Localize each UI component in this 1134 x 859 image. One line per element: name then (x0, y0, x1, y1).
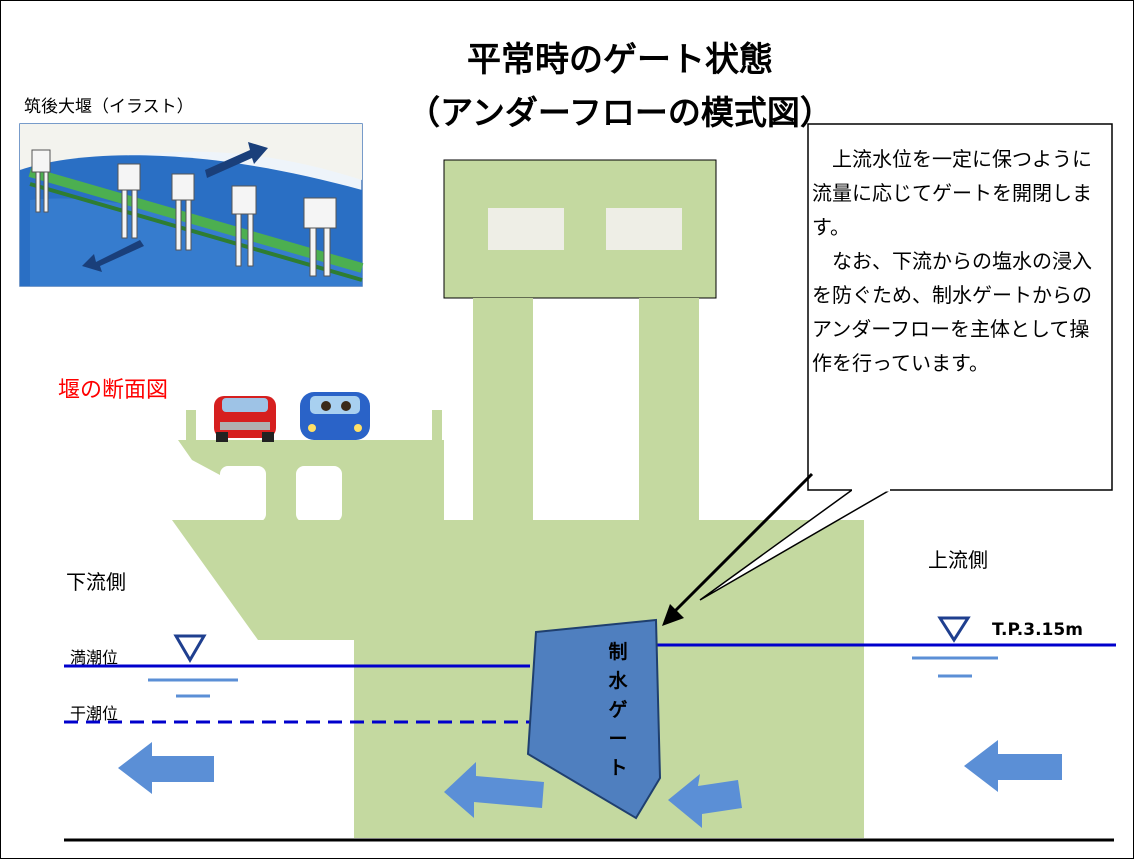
gate-char: ト (608, 757, 628, 779)
gate-label: 制 水 ゲ ー ト (598, 638, 638, 783)
diagram-title: 平常時のゲート状態 (467, 40, 773, 80)
water-level-marker-downstream (148, 634, 238, 698)
red-car (214, 396, 276, 442)
weir-pier (172, 520, 864, 838)
underflow-arrow-right (668, 774, 742, 828)
pointer-arrow (662, 472, 814, 626)
blue-car (300, 392, 370, 440)
upstream-flow-arrow (964, 740, 1062, 792)
callout-paragraph-2: なお、下流からの塩水の浸入を防ぐため、制水ゲートからのアンダーフローを主体として… (812, 249, 1092, 375)
callout-paragraph-1: 上流水位を一定に保つように流量に応じてゲートを開閉します。 (812, 147, 1092, 239)
low-tide-label: 干潮位 (70, 704, 119, 723)
gate-char: ゲ (608, 699, 628, 721)
underflow-arrow-left (444, 762, 544, 818)
callout-box (699, 123, 1113, 601)
downstream-flow-arrow (118, 742, 214, 794)
bridge-deck (178, 410, 444, 522)
gate-hoist-tower (443, 159, 717, 520)
high-tide-label: 満潮位 (70, 648, 119, 667)
water-level-marker-upstream (912, 616, 998, 678)
control-gate (526, 618, 662, 820)
weir-illustration (19, 123, 364, 287)
callout-text: 上流水位を一定に保つように流量に応じてゲートを開閉します。 なお、下流からの塩水… (812, 142, 1108, 380)
section-label: 堰の断面図 (58, 378, 169, 403)
flow-arrows (118, 740, 1062, 828)
downstream-label: 下流側 (66, 570, 126, 594)
gate-char: 制 (608, 641, 628, 663)
gate-char: 水 (608, 670, 628, 692)
gate-char: ー (608, 728, 628, 750)
diagram-subtitle: （アンダーフローの模式図） (407, 93, 833, 132)
water-level-label: T.P.3.15m (992, 620, 1083, 640)
illustration-caption: 筑後大堰（イラスト） (24, 97, 194, 117)
upstream-label: 上流側 (928, 548, 988, 572)
